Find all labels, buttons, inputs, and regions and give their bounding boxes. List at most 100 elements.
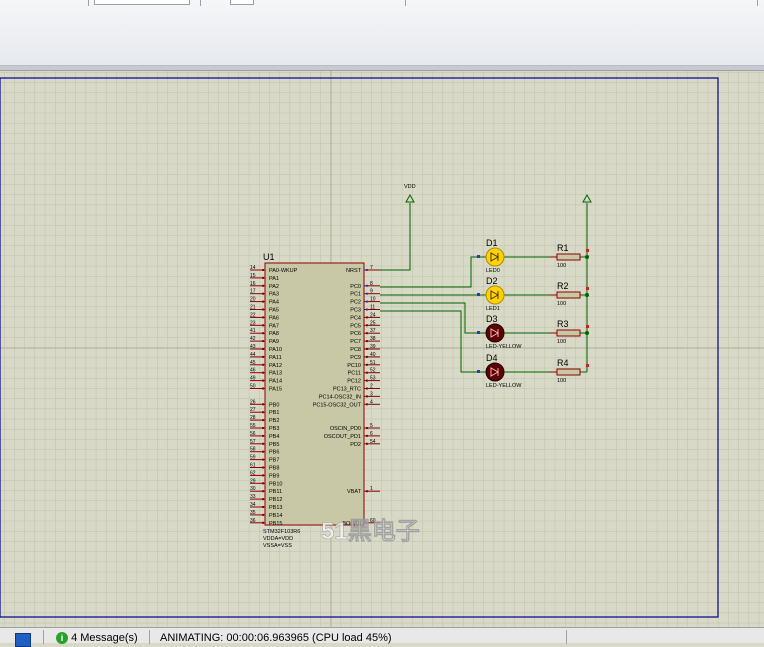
led-ref-label: D4: [486, 353, 498, 363]
mcu-pin-name: PC6: [350, 331, 361, 337]
resistor-ref-label: R1: [557, 243, 569, 253]
mcu-body: [264, 262, 365, 526]
messages-button[interactable]: i 4 Message(s): [56, 632, 138, 644]
resistor-value-label: 100: [557, 339, 566, 345]
power-arrow: [582, 193, 592, 203]
mcu-power-label: VDDA=VDD: [263, 536, 293, 542]
mcu-pin-marker: [366, 355, 368, 358]
mcu-pin-marker: [366, 490, 368, 493]
mcu-pin-marker: [262, 340, 264, 343]
vdd-terminal[interactable]: VDD: [404, 184, 416, 203]
stop-animation-button[interactable]: [15, 633, 31, 647]
mcu-pin-number: 9: [370, 289, 373, 295]
mcu-pin-number: 41: [250, 328, 256, 334]
resistor-body: [556, 291, 581, 299]
junction: [585, 293, 589, 297]
resistor-value-label: 100: [557, 263, 566, 269]
mcu-pin-number: 43: [250, 344, 256, 350]
resistor-value-label: 100: [557, 378, 566, 384]
mcu-pin-number: 59: [250, 455, 256, 461]
mcu-pin-number: 62: [250, 470, 256, 476]
mcu-pin-marker: [262, 498, 264, 501]
led-value-label: LED-YELLOW: [486, 344, 522, 350]
mcu-pin-marker: [366, 332, 368, 335]
mcu-pin-number: 6: [370, 431, 373, 437]
power-terminal[interactable]: [582, 193, 592, 203]
mcu-pin-name: PC14-OSC32_IN: [319, 394, 361, 400]
resistor-r4[interactable]: R4 100: [550, 358, 589, 384]
mcu-pin-marker: [262, 316, 264, 319]
mcu-pin-name: PC10: [347, 363, 361, 369]
mcu-pin-marker: [262, 521, 264, 524]
mcu-pin-marker: [262, 276, 264, 279]
mcu-pin-number: 8: [370, 281, 373, 287]
mcu-pin-marker: [262, 387, 264, 390]
mcu-pin-number: 11: [370, 305, 375, 311]
mcu-pin-number: 14: [250, 265, 256, 271]
status-separator: [566, 630, 567, 644]
mcu-pin-name: OSCIN_PD0: [330, 426, 361, 432]
mcu-pin-marker: [262, 482, 264, 485]
led-pin-marker: [477, 331, 480, 334]
mcu-pin-marker: [366, 434, 368, 437]
resistor-body: [556, 368, 581, 376]
mcu-pin-name: PB1: [269, 410, 279, 416]
vdd-arrow: [405, 193, 415, 203]
mcu-pin-name: PA14: [269, 379, 282, 385]
mcu-pin-name: PB7: [269, 458, 279, 464]
mcu-pin-number: 56: [250, 431, 256, 437]
mcu-pin-number: 36: [250, 518, 256, 524]
mcu-pin-number: 39: [370, 344, 376, 350]
mcu-pin-marker: [366, 379, 368, 382]
mcu-pin-name: PB15: [269, 521, 282, 527]
mcu-pin-marker: [366, 427, 368, 429]
mcu-pin-name: PC2: [350, 300, 361, 306]
mcu-pin-number: 38: [370, 336, 376, 342]
resistor-r1[interactable]: R1 100: [550, 243, 589, 269]
mcu-pin-number: 34: [250, 502, 256, 508]
mcu-pin-name: PB8: [269, 466, 279, 472]
mcu-pin-number: 17: [250, 289, 256, 295]
mcu-pin-marker: [262, 355, 264, 358]
toolbar-combo[interactable]: [94, 0, 190, 5]
mcu-pin-number: 52: [370, 368, 376, 374]
mcu-pin-name: PC0: [350, 284, 361, 290]
mcu-pin-number: 40: [370, 352, 376, 358]
mcu-pin-number: 50: [250, 384, 256, 390]
mcu-pin-name: PC12: [347, 379, 361, 385]
ruler: [0, 66, 764, 71]
mcu-pin-number: 5: [370, 423, 373, 429]
mcu-pin-number: 42: [250, 336, 256, 342]
mcu-pin-number: 10: [370, 297, 376, 303]
resistor-ref-label: R4: [557, 358, 569, 368]
mcu-pin-name: BOOT0: [342, 521, 361, 527]
mcu-pin-name: PB12: [269, 497, 282, 503]
mcu-pin-marker: [366, 395, 368, 398]
toolbar: [0, 0, 764, 66]
mcu-pin-marker: [262, 450, 264, 453]
mcu-pin-name: PB6: [269, 450, 279, 456]
mcu-pin-number: 22: [250, 312, 256, 318]
mcu-pin-number: 4: [370, 399, 373, 405]
mcu-pin-number: 24: [370, 312, 376, 318]
mcu-pin-marker: [262, 324, 264, 327]
led-diode-symbol: [490, 252, 500, 262]
mcu-pin-number: 35: [250, 510, 256, 516]
mcu-pin-marker: [262, 379, 264, 382]
mcu-pin-name: PC3: [350, 308, 361, 314]
mcu-pin-name: PB9: [269, 473, 279, 479]
resistor-body: [556, 329, 581, 337]
mcu-pin-name: VBAT: [347, 489, 362, 495]
toolbar-field[interactable]: [230, 0, 254, 5]
mcu-pin-name: PB13: [269, 505, 282, 511]
